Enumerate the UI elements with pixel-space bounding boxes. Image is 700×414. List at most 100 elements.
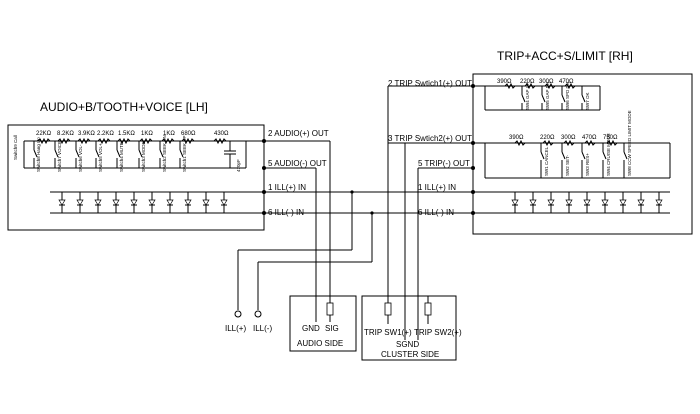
junction-dots bbox=[262, 84, 475, 215]
left-resistor-value: 430Ω bbox=[214, 131, 229, 137]
audio-side-title: AUDIO SIDE bbox=[297, 339, 343, 348]
left-switch-label: Switch5 VOL+ bbox=[98, 143, 103, 172]
left-resistor-value: 680Ω bbox=[181, 131, 196, 137]
switch-contact bbox=[561, 151, 566, 160]
led-symbol bbox=[94, 199, 102, 206]
resistor-symbol bbox=[181, 137, 195, 145]
right-pin-trip-sw2: 3 TRIP Swtich2(+) OUT bbox=[388, 134, 472, 143]
led-symbol bbox=[547, 199, 555, 206]
switch-contact bbox=[54, 149, 59, 158]
switch-contact bbox=[623, 151, 628, 160]
cluster-sw1-label: TRIP SW1(+) bbox=[364, 328, 412, 337]
left-switch-label: Switch2 SEEK DN bbox=[162, 135, 167, 172]
resistor-symbol bbox=[504, 82, 516, 90]
right-row2-switch-label: SW1 CANCEL bbox=[544, 146, 549, 176]
right-row2-switch-group bbox=[514, 139, 628, 178]
led-symbol bbox=[166, 199, 174, 206]
resistor-symbol bbox=[542, 139, 554, 147]
led-symbol bbox=[619, 199, 627, 206]
right-row1-resistor-value: 220Ω bbox=[520, 79, 535, 85]
resistor-symbol bbox=[97, 137, 111, 145]
right-row2-resistor-value: 750Ω bbox=[603, 135, 618, 141]
left-switch-label: Switch8 Hang Up bbox=[36, 137, 41, 172]
right-row2-resistor-value: 470Ω bbox=[582, 135, 597, 141]
right-row1-switch-label: SW5 GAP DN bbox=[545, 82, 550, 110]
cluster-side-internals bbox=[384, 296, 432, 340]
right-row1-resistor-value: 390Ω bbox=[497, 79, 512, 85]
audio-side-internals bbox=[315, 296, 334, 322]
resistor-symbol bbox=[139, 137, 153, 145]
cluster-side-title: CLUSTER SIDE bbox=[381, 350, 439, 359]
ill-plus-terminal bbox=[234, 310, 242, 318]
resistor-symbol bbox=[524, 82, 536, 90]
switch-contact bbox=[138, 149, 143, 158]
led-symbol bbox=[565, 199, 573, 206]
resistor-symbol bbox=[77, 137, 91, 145]
right-row2-ladder bbox=[473, 142, 671, 179]
resistor-symbol bbox=[563, 139, 575, 147]
led-symbol bbox=[76, 199, 84, 206]
left-resistor-value: 8.2KΩ bbox=[57, 131, 74, 137]
switch-contact bbox=[561, 94, 566, 103]
switch-contact bbox=[33, 149, 38, 158]
right-row1-switch-label: SW6 SPD DN bbox=[565, 82, 570, 110]
right-row2-resistor-value: 390Ω bbox=[509, 135, 524, 141]
right-row1-resistor-value: 470Ω bbox=[559, 79, 574, 85]
led-symbol bbox=[58, 199, 66, 206]
switch-contact bbox=[581, 94, 586, 103]
switch-contact bbox=[581, 151, 586, 160]
left-capacitor-value: 470pF bbox=[236, 159, 241, 172]
left-resistor-value: 1KΩ bbox=[163, 131, 175, 137]
switch-contact bbox=[521, 94, 526, 103]
right-row2-switch-label: SW4 CRUISE MODE bbox=[606, 133, 611, 176]
right-row1-switch-label: SW4 GAP UP bbox=[525, 82, 530, 110]
right-module-title: TRIP+ACC+S/LIMIT [RH] bbox=[497, 49, 633, 63]
ill-minus-terminal bbox=[254, 310, 262, 318]
switch-contact bbox=[179, 149, 184, 158]
resistor-symbol bbox=[117, 137, 131, 145]
switch-contact bbox=[602, 151, 607, 160]
ill-plus-label: ILL(+) bbox=[225, 324, 246, 333]
resistor-symbol bbox=[584, 139, 596, 147]
resistor-symbol bbox=[544, 82, 556, 90]
cluster-sgnd-label: SGND bbox=[396, 340, 419, 349]
audio-sig-label: SIG bbox=[325, 324, 339, 333]
led-symbol bbox=[184, 199, 192, 206]
left-resistor-value: 1.5KΩ bbox=[118, 131, 135, 137]
switch-contact bbox=[95, 149, 100, 158]
right-row2-resistor-value: 220Ω bbox=[540, 135, 555, 141]
left-switch-label: Switch9 Call bbox=[13, 135, 18, 160]
right-pin-ill-plus: 1 ILL(+) IN bbox=[418, 183, 456, 192]
led-symbol bbox=[148, 199, 156, 206]
cluster-sw2-label: TRIP SW2(+) bbox=[414, 328, 462, 337]
switch-contact bbox=[541, 94, 546, 103]
left-pin-audio-minus: 5 AUDIO(-) OUT bbox=[268, 159, 327, 168]
right-row1-switch-group bbox=[504, 82, 586, 110]
left-pin-ill-plus: 1 ILL(+) IN bbox=[268, 183, 306, 192]
left-module-title: AUDIO+B/TOOTH+VOICE [LH] bbox=[40, 100, 208, 114]
resistor-symbol bbox=[57, 137, 71, 145]
audio-gnd-label: GND bbox=[302, 324, 320, 333]
led-symbol bbox=[529, 199, 537, 206]
left-resistor-value: 22KΩ bbox=[36, 131, 52, 137]
left-switch-label: Switch4 MUTE bbox=[119, 142, 124, 172]
left-resistor-value: 1KΩ bbox=[141, 131, 153, 137]
audio-side-box bbox=[289, 295, 357, 352]
left-switch-label: Switch1 SEEK UP bbox=[182, 135, 187, 172]
left-led-group bbox=[58, 192, 228, 213]
led-symbol bbox=[583, 199, 591, 206]
led-symbol bbox=[202, 199, 210, 206]
resistor-symbol bbox=[37, 137, 51, 145]
right-row1-resistor-value: 300Ω bbox=[539, 79, 554, 85]
led-symbol bbox=[511, 199, 519, 206]
right-row2-switch-label: SW3 RES+ bbox=[585, 153, 590, 176]
right-pin-trip-minus: 5 TRIP(-) OUT bbox=[418, 159, 470, 168]
left-switch-label: Switch3 MODE bbox=[141, 141, 146, 172]
left-resistor-value: 2.2KΩ bbox=[97, 131, 114, 137]
switch-contact bbox=[116, 149, 121, 158]
left-capacitor bbox=[224, 141, 236, 168]
switch-contact bbox=[75, 149, 80, 158]
left-switch-label: Switch7 VOICE bbox=[57, 141, 62, 172]
led-symbol bbox=[601, 199, 609, 206]
